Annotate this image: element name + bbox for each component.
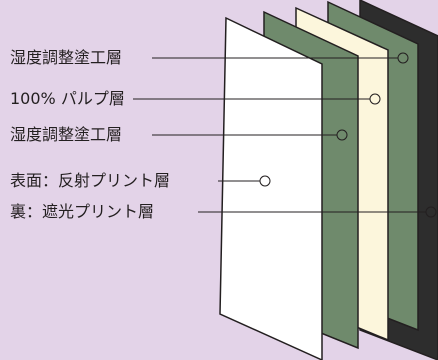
layer-sheet-reflective bbox=[219, 16, 323, 360]
label-humidity-coating-1: 湿度調整塗工層 bbox=[10, 48, 123, 67]
leader-dot-2 bbox=[369, 93, 381, 105]
label-pulp-layer: 100% パルプ層 bbox=[10, 89, 125, 108]
label-humidity-coating-2: 湿度調整塗工層 bbox=[10, 125, 123, 144]
label-reflective-print-layer: 表面：反射プリント層 bbox=[10, 171, 171, 190]
leader-dot-4 bbox=[259, 175, 271, 187]
label-blackout-print-layer: 裏：遮光プリント層 bbox=[10, 202, 155, 221]
leader-dot-1 bbox=[397, 52, 409, 64]
leader-dot-5 bbox=[425, 206, 437, 218]
leader-dot-3 bbox=[336, 129, 348, 141]
